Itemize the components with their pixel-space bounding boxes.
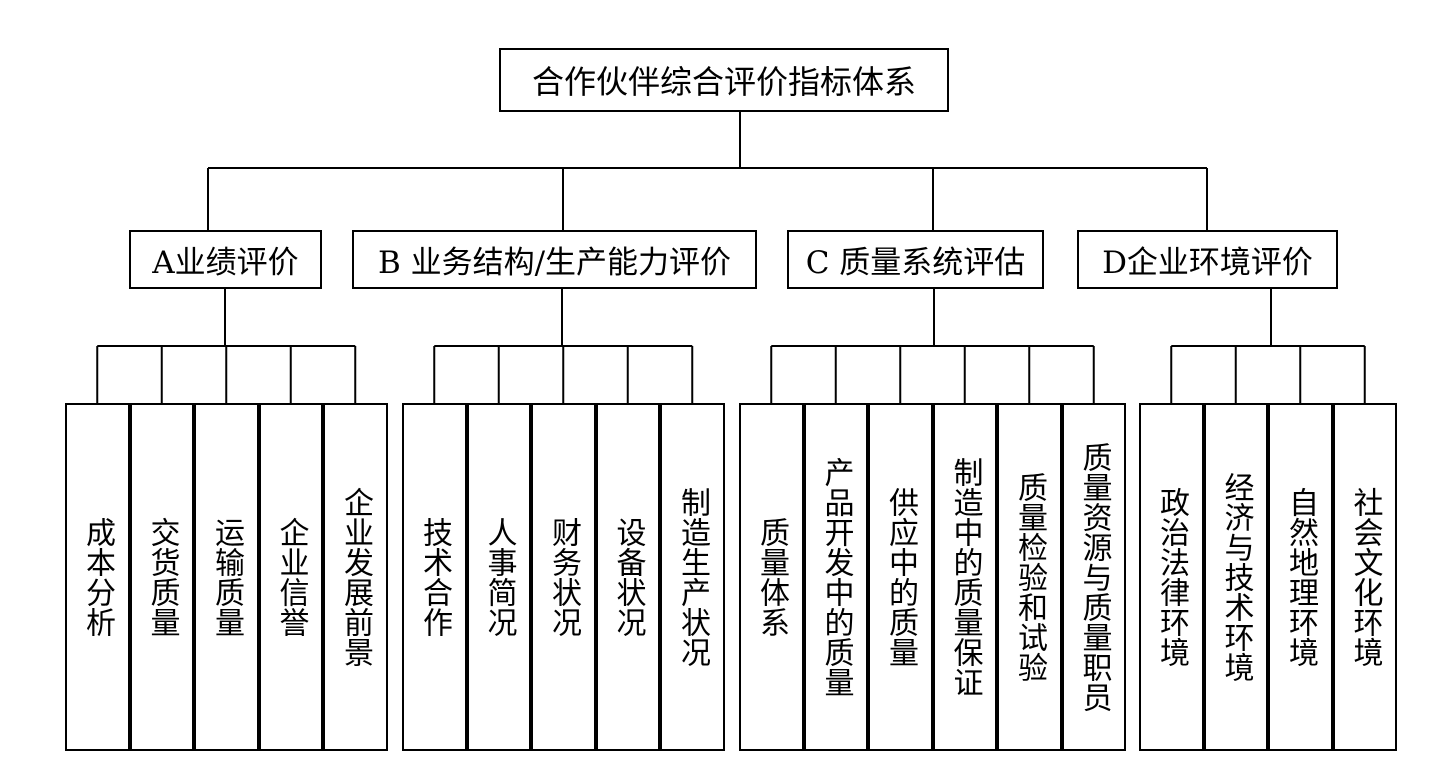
leaf-node: 制造中的质量保证 — [932, 403, 997, 751]
leaf-node: 质量检验和试验 — [997, 403, 1062, 751]
leaf-node: 供应中的质量 — [868, 403, 933, 751]
leaf-node: 财务状况 — [531, 403, 596, 751]
leaf-node: 技术合作 — [402, 403, 467, 751]
leaf-node: 自然地理环境 — [1268, 403, 1333, 751]
leaf-node: 产品开发中的质量 — [803, 403, 868, 751]
leaf-node: 交货质量 — [129, 403, 194, 751]
category-node: B 业务结构/生产能力评价 — [352, 230, 757, 289]
root-node: 合作伙伴综合评价指标体系 — [499, 48, 949, 112]
leaf-node: 制造生产状况 — [660, 403, 725, 751]
leaf-node: 质量资源与质量职员 — [1061, 403, 1126, 751]
leaf-node: 经济与技术环境 — [1203, 403, 1268, 751]
leaf-node: 企业信誉 — [258, 403, 323, 751]
leaf-node: 政治法律环境 — [1139, 403, 1204, 751]
category-node: C 质量系统评估 — [787, 230, 1044, 289]
leaf-node: 社会文化环境 — [1332, 403, 1397, 751]
leaf-node: 企业发展前景 — [323, 403, 388, 751]
category-node: A业绩评价 — [129, 230, 322, 289]
leaf-node: 设备状况 — [595, 403, 660, 751]
leaf-node: 运输质量 — [194, 403, 259, 751]
leaf-node: 人事简况 — [466, 403, 531, 751]
leaf-node: 质量体系 — [739, 403, 804, 751]
leaf-node: 成本分析 — [65, 403, 130, 751]
category-node: D企业环境评价 — [1077, 230, 1338, 289]
